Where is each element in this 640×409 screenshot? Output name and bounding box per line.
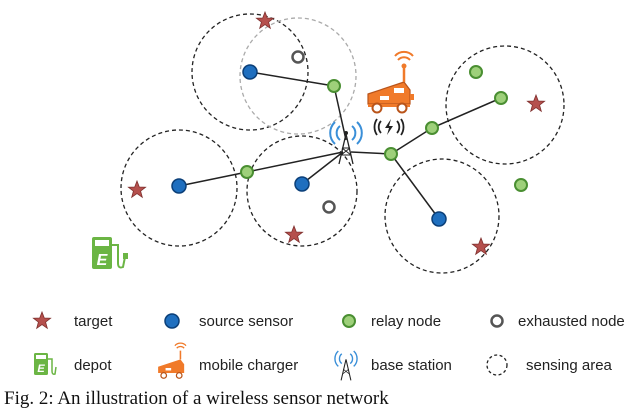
legend-exhausted-label: exhausted node xyxy=(518,313,625,330)
legend-exhausted-icon xyxy=(490,314,504,328)
legend-source-icon xyxy=(164,313,180,329)
relay-nodes xyxy=(240,65,528,192)
sensing-area xyxy=(246,135,358,247)
legend-area-label: sensing area xyxy=(526,357,613,374)
mobile-charger-icon xyxy=(367,50,414,114)
legend-target-icon xyxy=(32,311,52,329)
relay-node xyxy=(469,65,483,79)
relay-node xyxy=(384,147,398,161)
source-sensor xyxy=(242,64,258,80)
svg-text:E: E xyxy=(37,363,45,375)
relay-node xyxy=(327,79,341,93)
link xyxy=(178,171,248,187)
sensing-area xyxy=(445,45,565,165)
link xyxy=(301,151,344,185)
relay-node xyxy=(425,121,439,135)
legend-base-station-icon xyxy=(334,350,358,381)
legend: target source sensor relay node exhauste… xyxy=(32,311,625,381)
legend-depot-label: depot xyxy=(74,357,112,374)
figure-caption: Fig. 2: An illustration of a wireless se… xyxy=(4,388,389,409)
legend-relay-icon xyxy=(342,314,356,328)
link xyxy=(249,71,335,87)
target-star xyxy=(284,225,304,243)
link xyxy=(246,151,344,173)
legend-depot-icon: E xyxy=(34,353,57,375)
target-star xyxy=(526,94,546,112)
legend-source-label: source sensor xyxy=(199,313,293,330)
sensing-area xyxy=(191,13,309,131)
sensing-areas xyxy=(120,13,565,274)
exhausted-node xyxy=(291,50,305,64)
exhausted-node xyxy=(322,200,336,214)
source-sensor xyxy=(294,176,310,192)
legend-area-icon xyxy=(486,354,508,376)
relay-node xyxy=(514,178,528,192)
network-links xyxy=(178,71,502,220)
relay-node xyxy=(494,91,508,105)
exhausted-nodes xyxy=(291,50,336,214)
sensing-area xyxy=(239,17,357,135)
link xyxy=(333,85,347,141)
source-sensor xyxy=(171,178,187,194)
legend-base-station-label: base station xyxy=(371,357,452,374)
target-star xyxy=(127,180,147,198)
source-sensor xyxy=(431,211,447,227)
svg-text:E: E xyxy=(97,252,109,269)
legend-charger-icon xyxy=(158,342,187,379)
sensing-area xyxy=(120,129,238,247)
legend-target-label: target xyxy=(74,313,113,330)
source-sensors xyxy=(171,64,447,227)
link xyxy=(431,97,502,129)
sensing-area xyxy=(384,158,500,274)
depot-icon: E xyxy=(92,237,128,269)
legend-charger-label: mobile charger xyxy=(199,357,298,374)
link xyxy=(390,127,433,155)
relay-node xyxy=(240,165,254,179)
base-station-icon xyxy=(329,121,363,165)
legend-relay-label: relay node xyxy=(371,313,441,330)
link xyxy=(390,153,440,220)
charging-bolt-icon xyxy=(373,118,405,136)
